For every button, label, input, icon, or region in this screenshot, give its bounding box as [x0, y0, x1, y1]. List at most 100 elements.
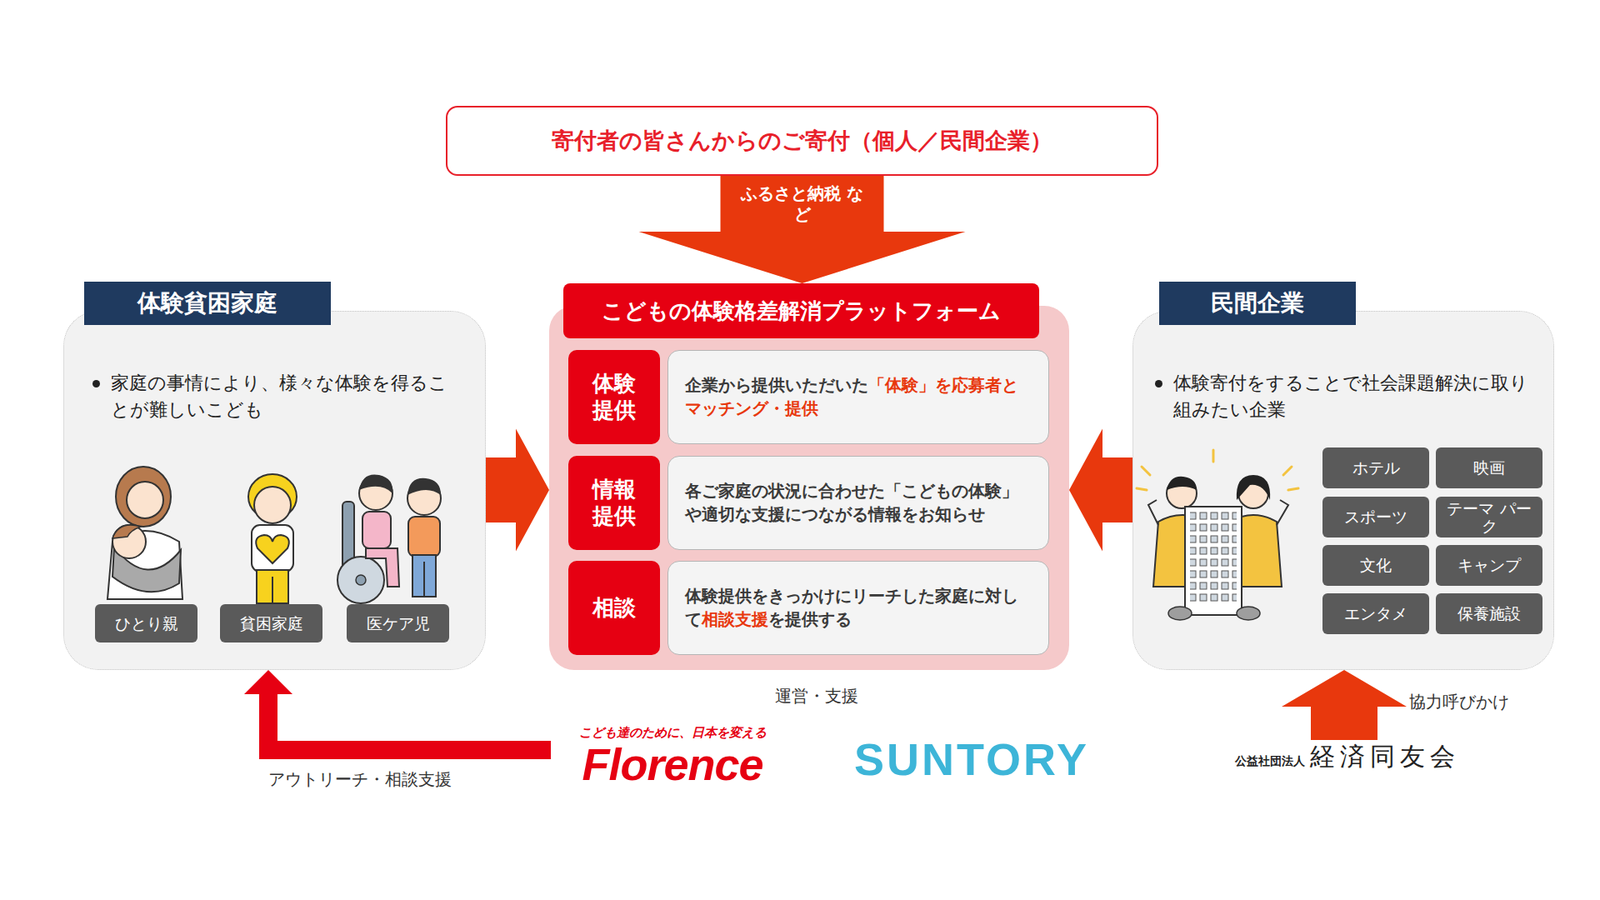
illustration-shape [1148, 500, 1159, 525]
illustration-shape [1236, 475, 1270, 500]
tag-text: 文化 [1360, 556, 1392, 575]
illustration-shape [1190, 511, 1237, 605]
illustration-shape [112, 525, 141, 539]
arrow-shaft [268, 694, 551, 750]
description-text: 体験提供をきっかけにリーチした家庭に対して相談支援を提供する [685, 585, 1032, 631]
illustration-shape [251, 525, 294, 572]
illustration-shape [126, 481, 164, 519]
illustration-shape [412, 555, 436, 597]
function-description: 各ご家庭の状況に合わせた「こどもの体験」や適切な支援につながる情報をお知らせ [667, 455, 1050, 550]
illustration-shape [107, 530, 183, 600]
illustration-shape [1212, 450, 1215, 462]
platform-heading: こどもの体験格差解消プラットフォーム [563, 283, 1040, 339]
businesswoman-figure [1226, 475, 1289, 587]
flow-arrow [244, 670, 551, 750]
illustration-shape [1236, 606, 1260, 620]
illustration-shape [342, 501, 355, 577]
description-text: 各ご家庭の状況に合わせた「こどもの体験」や適切な支援につながる情報をお知らせ [685, 480, 1019, 525]
arrow-label: ふるさと納税 など [740, 183, 865, 225]
description-text: 企業から提供いただいた [685, 375, 869, 395]
emphasis-text: 相談支援 [701, 609, 769, 630]
illustration-shape [248, 474, 297, 520]
target-panel: ひとり親貧困家庭医ケア児体験貧困家庭家庭の事情により、様々な体験を得ることが難し… [63, 310, 486, 670]
arrow-label: アウトリーチ・相談支援 [268, 769, 452, 790]
category-tag: 貧困家庭 [220, 604, 323, 643]
illustration-shape [1168, 606, 1192, 620]
flow-arrow [639, 175, 966, 284]
function-name: 情報提供 [590, 476, 638, 529]
block-arrow [1069, 429, 1133, 552]
illustration-shape [1226, 515, 1282, 587]
industry-tag: テーマ パーク [1435, 496, 1543, 538]
arrow-head [244, 670, 293, 695]
tag-text: エンタメ [1344, 605, 1408, 623]
sparkle-lines [1136, 450, 1299, 490]
block-arrow [485, 429, 550, 552]
function-description: 体験提供をきっかけにリーチした家庭に対して相談支援を提供する [667, 560, 1050, 655]
illustration-shape [408, 516, 440, 557]
illustration-shape [337, 556, 385, 604]
illustration-shape [423, 561, 425, 597]
block-arrow [639, 175, 966, 284]
illustration-shape [112, 546, 181, 592]
function-name: 体験提供 [590, 370, 638, 423]
tag-text: キャンプ [1457, 556, 1521, 575]
bullet-dot [1155, 380, 1163, 388]
flow-arrow [485, 429, 550, 552]
industry-tag: キャンプ [1435, 545, 1543, 586]
illustration-shape [115, 466, 171, 527]
support-note: 運営・支援 [750, 685, 884, 708]
logo-wordmark: 経済同友会 [1310, 740, 1460, 775]
panel-heading: 民間企業 [1159, 281, 1356, 325]
logo-wordmark: SUNTORY [854, 733, 1090, 785]
function-description: 企業から提供いただいた「体験」を応募者とマッチング・提供 [667, 350, 1050, 445]
suntory-logo: SUNTORY [840, 733, 1104, 785]
category-tag: ひとり親 [95, 604, 198, 643]
industry-tag: 映画 [1435, 447, 1543, 489]
illustration-shape [256, 570, 289, 604]
industry-tag: 保養施設 [1435, 593, 1543, 635]
illustration-shape [1166, 476, 1197, 490]
child-figure [248, 474, 297, 604]
illustration-shape [1276, 500, 1289, 525]
illustration-shape [1185, 506, 1242, 615]
logo-tagline: こども達のために、日本を変える [579, 725, 767, 741]
flow-arrow [1069, 429, 1133, 552]
illustration-shape [1136, 488, 1147, 490]
tag-text: 映画 [1473, 459, 1505, 477]
platform-box: 体験提供 企業から提供いただいた「体験」を応募者とマッチング・提供情報提供 各ご家庭… [549, 305, 1070, 670]
illustration-shape [359, 476, 393, 510]
illustration-shape [112, 525, 146, 559]
businessman-figure [1148, 476, 1210, 587]
industry-tag: エンタメ [1322, 593, 1430, 635]
function-label: 体験提供 [568, 350, 660, 445]
tag-text: 医ケア児 [366, 615, 430, 633]
tag-text: ひとり親 [115, 615, 179, 633]
illustration-shape [362, 511, 391, 549]
function-label: 情報提供 [568, 455, 660, 550]
illustration-shape [407, 481, 441, 515]
industry-tag: ホテル [1322, 447, 1430, 489]
function-name: 相談 [590, 595, 638, 621]
illustration-shape [1238, 478, 1269, 509]
florence-logo: こども達のために、日本を変えるFlorence [550, 721, 795, 792]
description-text: 各ご家庭の状況に合わせた「こどもの体験」や適切な支援につながる情報をお知らせ [685, 480, 1032, 526]
donor-title: 寄付者の皆さんからのご寄付（個人／民間企業） [551, 125, 1053, 156]
illustration-shape [407, 478, 441, 495]
illustration-shape [1141, 466, 1150, 475]
wheelchair-children-figure [337, 474, 441, 604]
tag-text: ホテル [1352, 459, 1400, 477]
industry-tag: スポーツ [1322, 496, 1430, 538]
illustration-shape [1166, 478, 1197, 509]
function-label: 相談 [568, 560, 660, 655]
tag-text: 保養施設 [1457, 605, 1521, 623]
industry-tag: 文化 [1322, 545, 1430, 586]
mother-figure [107, 466, 183, 600]
tag-text: スポーツ [1344, 508, 1408, 526]
description-text: を提供する [768, 609, 852, 630]
company-panel: ホテル映画スポーツテーマ パーク文化キャンプエンタメ保養施設民間企業体験寄付をす… [1132, 310, 1555, 670]
panel-heading: 体験貧困家庭 [84, 281, 331, 325]
description-text: 企業から提供いただいた「体験」を応募者とマッチング・提供 [685, 374, 1032, 420]
illustration-shape [359, 474, 393, 494]
